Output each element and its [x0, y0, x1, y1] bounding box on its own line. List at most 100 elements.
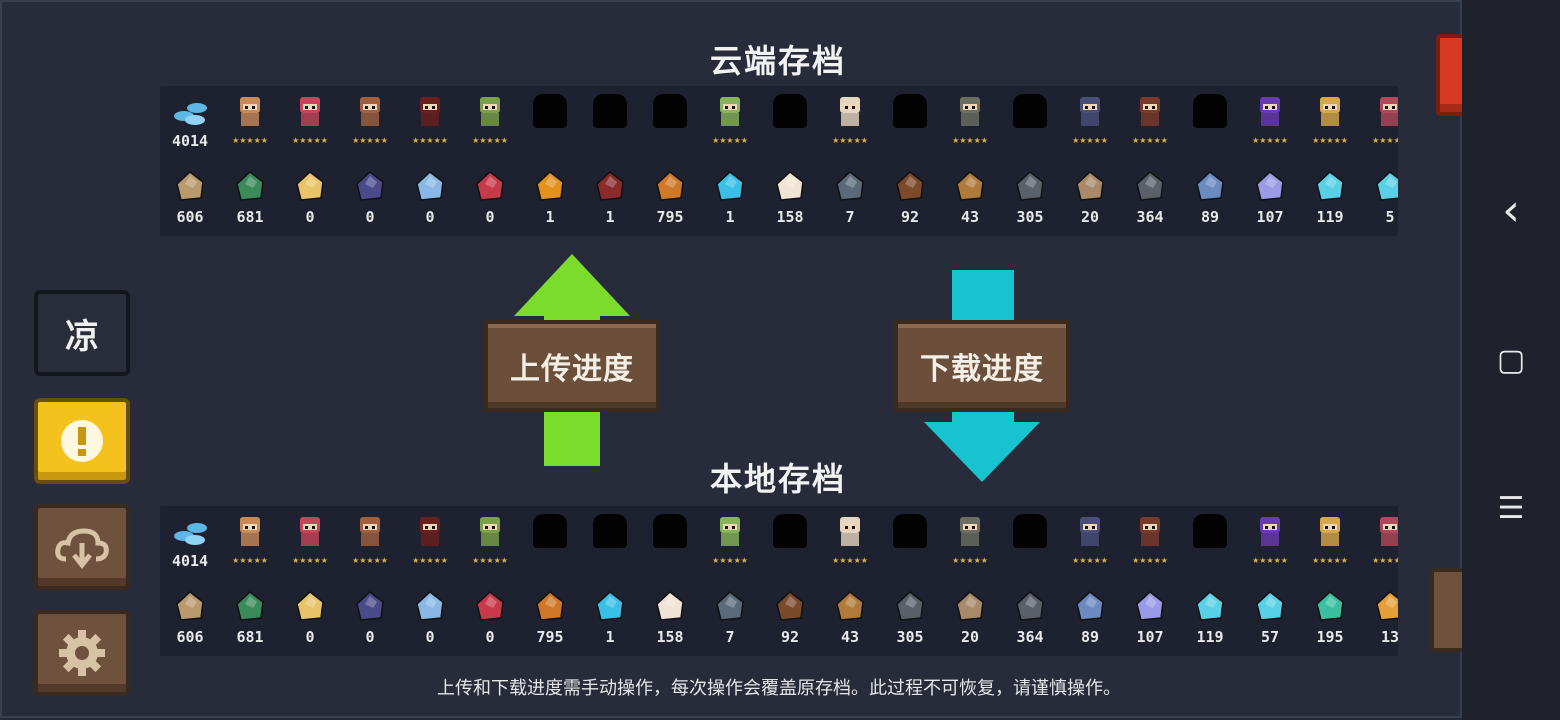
locked-hero-slot: [640, 88, 700, 158]
hero-stars: ★★★★★: [412, 556, 448, 565]
material-icon: [1313, 590, 1347, 624]
hero-slot: ★★★★★: [1060, 88, 1120, 158]
hero-slot: ★★★★★: [1300, 88, 1360, 158]
material-icon: [953, 170, 987, 204]
hero-portrait-icon: [593, 514, 627, 548]
material-icon: [653, 170, 687, 204]
hero-portrait-icon: [1313, 94, 1347, 128]
material-slot: 7: [700, 584, 760, 654]
upload-progress-button[interactable]: 上传进度: [484, 320, 660, 412]
material-icon: [773, 170, 807, 204]
menu-icon[interactable]: ☰: [1497, 490, 1525, 526]
count-label: 7: [725, 628, 735, 646]
home-icon[interactable]: ▢: [1496, 342, 1526, 378]
material-slot: 89: [1180, 164, 1240, 234]
count-label: 1: [605, 208, 615, 226]
material-slot: 681: [220, 164, 280, 234]
count-label: 0: [305, 628, 315, 646]
count-label: 795: [656, 208, 684, 226]
material-slot: 0: [340, 164, 400, 234]
material-icon: [1013, 170, 1047, 204]
hero-portrait-icon: [1073, 514, 1107, 548]
gem-icon: [173, 514, 207, 548]
count-label: 5: [1385, 208, 1395, 226]
locked-hero-slot: [880, 508, 940, 578]
hero-portrait-icon: [953, 94, 987, 128]
hero-portrait-icon: [893, 94, 927, 128]
hero-portrait-icon: [1193, 514, 1227, 548]
hero-stars: ★★★★★: [1072, 556, 1108, 565]
hero-portrait-icon: [293, 514, 327, 548]
count-label: 305: [896, 628, 924, 646]
material-icon: [1373, 590, 1398, 624]
hero-stars: ★★★★★: [232, 136, 268, 145]
hero-portrait-icon: [353, 94, 387, 128]
locked-hero-slot: [580, 508, 640, 578]
hero-slot: ★★★★★: [1300, 508, 1360, 578]
material-icon: [1313, 170, 1347, 204]
material-icon: [473, 170, 507, 204]
material-icon: [1133, 170, 1167, 204]
hero-portrait-icon: [1133, 514, 1167, 548]
count-label: 364: [1136, 208, 1164, 226]
hero-slot: ★★★★★: [220, 508, 280, 578]
hero-portrait-icon: [833, 514, 867, 548]
hero-portrait-icon: [1133, 94, 1167, 128]
material-slot: 43: [940, 164, 1000, 234]
material-icon: [1193, 170, 1227, 204]
material-slot: 681: [220, 584, 280, 654]
material-slot: 606: [160, 584, 220, 654]
hero-slot: ★★★★★: [940, 508, 1000, 578]
hero-portrait-icon: [653, 94, 687, 128]
hero-slot: ★★★★★: [1060, 508, 1120, 578]
material-slot: 795: [640, 164, 700, 234]
hero-slot: ★★★★★: [820, 88, 880, 158]
material-icon: [1193, 590, 1227, 624]
settings-button[interactable]: [34, 610, 130, 696]
count-label: 606: [176, 208, 204, 226]
hero-stars: ★★★★★: [472, 136, 508, 145]
hero-stars: ★★★★★: [292, 556, 328, 565]
info-button[interactable]: [34, 398, 130, 484]
material-slot: 43: [820, 584, 880, 654]
count-label: 0: [365, 628, 375, 646]
material-slot: 20: [940, 584, 1000, 654]
locked-hero-slot: [1000, 508, 1060, 578]
count-label: 195: [1316, 628, 1344, 646]
cloud-save-panel: 4014★★★★★★★★★★★★★★★★★★★★★★★★★★★★★★★★★★★★…: [160, 86, 1398, 236]
locked-hero-slot: [520, 88, 580, 158]
material-icon: [353, 590, 387, 624]
hero-slot: ★★★★★: [340, 508, 400, 578]
material-icon: [173, 590, 207, 624]
back-icon[interactable]: ‹: [1502, 184, 1520, 236]
cloud-save-button[interactable]: [34, 504, 130, 590]
locked-hero-slot: [580, 88, 640, 158]
hero-stars: ★★★★★: [1372, 556, 1398, 565]
local-save-panel: 4014★★★★★★★★★★★★★★★★★★★★★★★★★★★★★★★★★★★★…: [160, 506, 1398, 656]
hero-stars: ★★★★★: [712, 556, 748, 565]
account-button[interactable]: 凉: [34, 290, 130, 376]
material-icon: [593, 590, 627, 624]
material-slot: 7: [820, 164, 880, 234]
material-icon: [533, 170, 567, 204]
hero-portrait-icon: [773, 514, 807, 548]
hero-slot: ★★★★★: [940, 88, 1000, 158]
hero-stars: ★★★★★: [952, 556, 988, 565]
material-slot: 20: [1060, 164, 1120, 234]
hero-stars: ★★★★★: [952, 136, 988, 145]
material-icon: [833, 170, 867, 204]
download-progress-button[interactable]: 下载进度: [894, 320, 1070, 412]
count-label: 4014: [171, 132, 209, 150]
hero-portrait-icon: [293, 94, 327, 128]
count-label: 89: [1080, 628, 1100, 646]
count-label: 795: [536, 628, 564, 646]
hero-portrait-icon: [713, 94, 747, 128]
material-slot: 795: [520, 584, 580, 654]
material-icon: [353, 170, 387, 204]
material-slot: 92: [760, 584, 820, 654]
material-icon: [293, 590, 327, 624]
material-slot: 1: [520, 164, 580, 234]
locked-hero-slot: [520, 508, 580, 578]
material-slot: 89: [1060, 584, 1120, 654]
cloud-download-icon: [55, 528, 109, 569]
